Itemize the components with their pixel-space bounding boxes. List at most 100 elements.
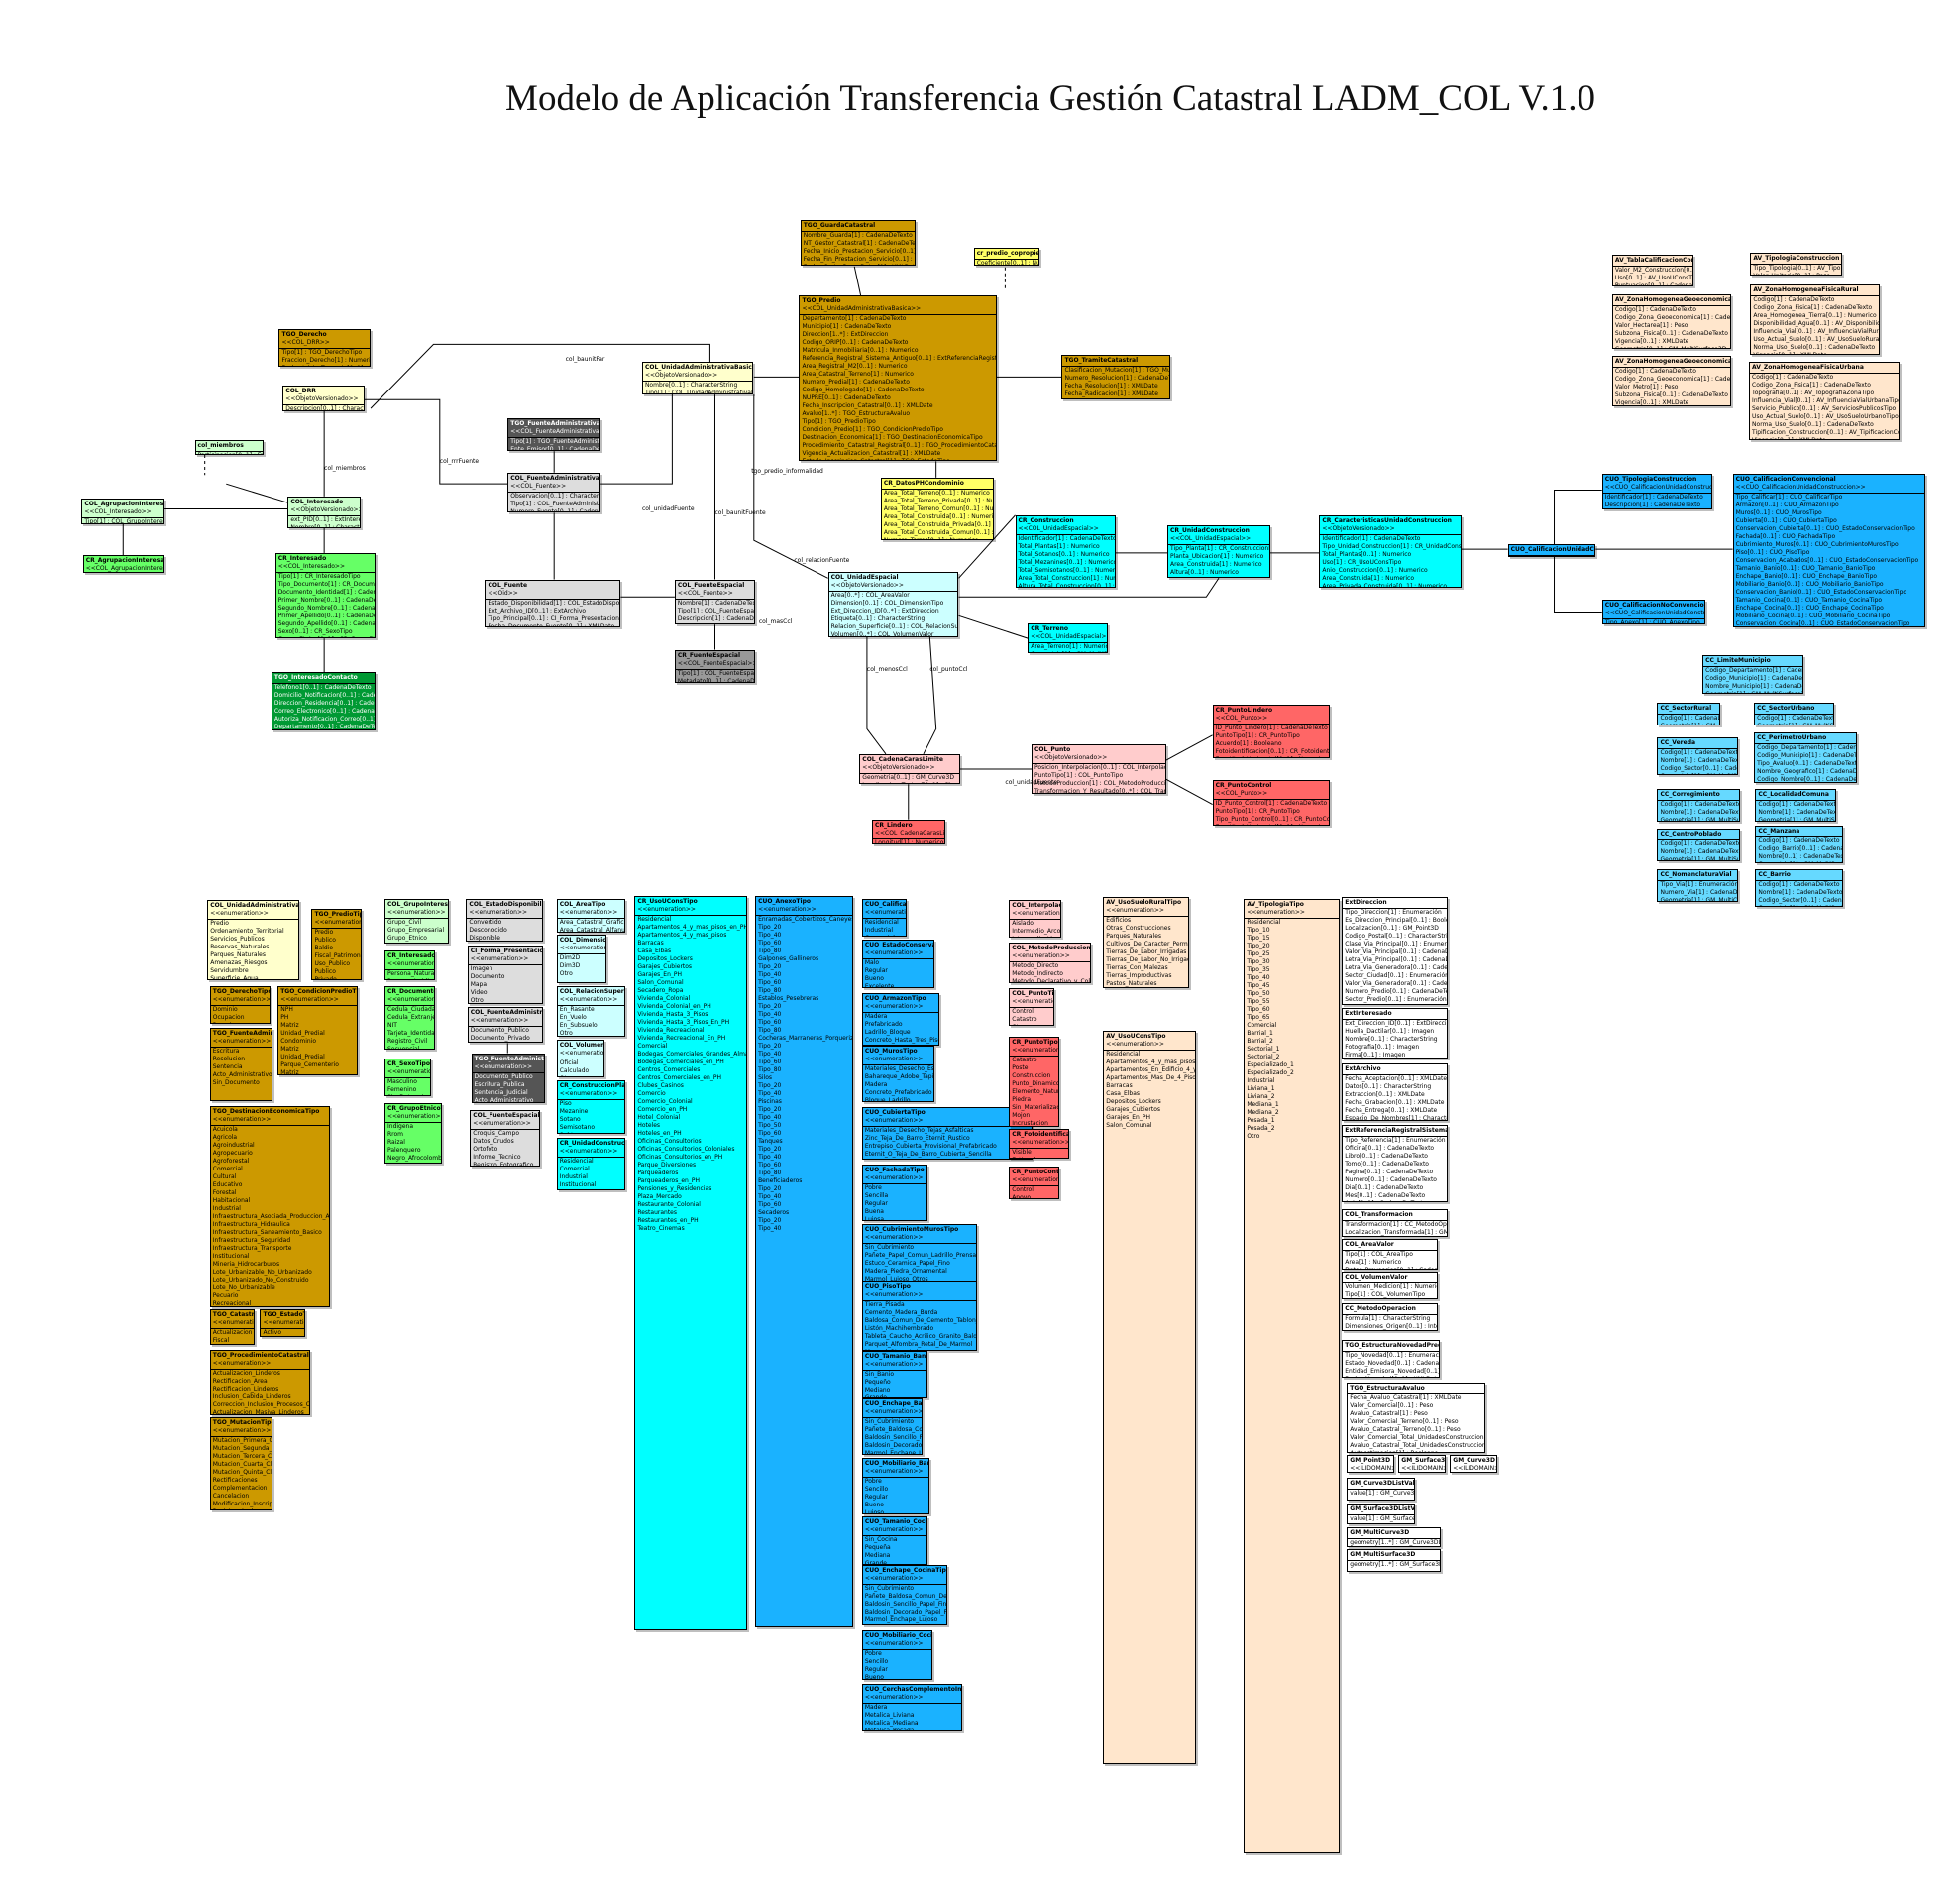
class-e_cpt[interactable]: TGO_CondicionPredioTipo<<enumeration>>NP… bbox=[277, 986, 359, 1076]
class-avzhgr[interactable]: AV_ZonaHomogeneaGeoeconomicaRuralCodigo[… bbox=[1611, 293, 1732, 350]
class-e_it[interactable]: CR_InteresadoTipo<<enumeration>>Persona_… bbox=[384, 949, 435, 981]
class-cuonc[interactable]: CUO_CalificacionNoConvencional<<CUO_Cali… bbox=[1601, 599, 1705, 625]
class-e_uabt[interactable]: COL_UnidadAdministrativaBasicaTipo<<enum… bbox=[207, 899, 299, 981]
class-e_int[interactable]: COL_InterpolacionTipo<<enumeration>>Aisl… bbox=[1009, 899, 1062, 938]
class-tgofa[interactable]: TGO_FuenteAdministrativa<<COL_FuenteAdmi… bbox=[507, 418, 601, 452]
class-crfe[interactable]: CR_FuenteEspacial<<COL_FuenteEspacial>>T… bbox=[674, 649, 756, 683]
class-avtabla[interactable]: AV_TablaCalificacionConstruccionValor_M2… bbox=[1611, 255, 1694, 287]
class-cuotip[interactable]: CUO_TipologiaConstruccion<<CUO_Calificac… bbox=[1601, 474, 1713, 509]
class-colfe[interactable]: COL_FuenteEspacial<<COL_Fuente>>Nombre[1… bbox=[674, 579, 756, 625]
class-e_ec[interactable]: CUO_Enchape_CocinaTipo<<enumeration>>Sin… bbox=[861, 1564, 948, 1625]
class-avzhgu[interactable]: AV_ZonaHomogeneaGeoeconomicaUrbanaCodigo… bbox=[1611, 355, 1732, 406]
class-fuente[interactable]: COL_Fuente<<Oid>>Estado_Disponibilidad[1… bbox=[485, 579, 621, 627]
class-e_uso[interactable]: CR_UsoUConsTipo<<enumeration>>Residencia… bbox=[634, 896, 748, 1630]
class-predio[interactable]: TGO_Predio<<COL_UnidadAdministrativaBasi… bbox=[799, 294, 997, 462]
class-e_mp[interactable]: COL_MetodoProduccionTipo<<enumeration>>M… bbox=[1009, 943, 1091, 983]
class-gmcl[interactable]: GM_Curve3DListValuevalue[1] : GM_Curve3D bbox=[1347, 1478, 1415, 1501]
class-e_mur[interactable]: CUO_MurosTipo<<enumeration>>Materiales_D… bbox=[861, 1045, 935, 1103]
class-e_cpl[interactable]: CR_ConstruccionPlantaTipo<<enumeration>>… bbox=[556, 1080, 626, 1134]
class-crcons[interactable]: CR_Construccion<<COL_UnidadEspacial>>Ide… bbox=[1015, 514, 1116, 589]
class-e_pt[interactable]: TGO_PredioTipo<<enumeration>>PredioPubli… bbox=[311, 908, 363, 981]
class-e_tc[interactable]: CUO_Tamanio_CocinaTipo<<enumeration>>Sin… bbox=[861, 1516, 927, 1565]
class-crpc[interactable]: CR_PuntoControl<<COL_Punto>>ID_Punto_Con… bbox=[1212, 780, 1330, 827]
class-crterr[interactable]: CR_Terreno<<COL_UnidadEspacial>>Area_Ter… bbox=[1028, 622, 1109, 654]
class-e_fet[interactable]: COL_FuenteEspacialTipo<<enumeration>>Cro… bbox=[470, 1109, 541, 1167]
class-e_calif[interactable]: CUO_CalificarTipo<<enumeration>>Residenc… bbox=[861, 898, 908, 937]
class-e_avuso[interactable]: AV_UsoUConsTipo<<enumeration>>Residencia… bbox=[1103, 1030, 1197, 1765]
class-extref[interactable]: ExtReferenciaRegistralSistemaAntiguoTipo… bbox=[1342, 1124, 1448, 1203]
class-e_mt[interactable]: TGO_MutacionTipo<<enumeration>>Mutacion_… bbox=[209, 1417, 273, 1511]
class-e_avtip[interactable]: AV_TipologiaTipo<<enumeration>>Residenci… bbox=[1244, 898, 1340, 1854]
class-e_avusr[interactable]: AV_UsoSueloRuralTipo<<enumeration>>Edifi… bbox=[1103, 897, 1189, 988]
class-e_fat[interactable]: TGO_FuenteAdministrativaTipo<<enumeratio… bbox=[209, 1028, 273, 1101]
class-e_cub[interactable]: CUO_CubiertaTipo<<enumeration>>Materiale… bbox=[861, 1107, 1034, 1161]
class-crpl[interactable]: CR_PuntoLindero<<COL_Punto>>ID_Punto_Lin… bbox=[1212, 705, 1330, 758]
class-e_cer[interactable]: CUO_CerchasComplementoIndustriaTipo<<enu… bbox=[861, 1684, 963, 1732]
class-copro[interactable]: cr_predio_copropiedadCoeficiente[0..1] :… bbox=[973, 247, 1039, 266]
class-e_det[interactable]: TGO_DestinacionEconomicaTipo<<enumeratio… bbox=[209, 1105, 331, 1307]
class-crint[interactable]: CR_Interesado<<COL_Interesado>>Tipo[1] :… bbox=[274, 552, 377, 639]
class-e_tb[interactable]: CUO_Tamanio_BanioTipo<<enumeration>>Sin_… bbox=[861, 1351, 927, 1399]
class-e_tfat[interactable]: TGO_FuenteAdministrativaTipo<<enumeratio… bbox=[471, 1053, 546, 1104]
class-cruc[interactable]: CR_UnidadConstruccion<<COL_UnidadEspacia… bbox=[1166, 525, 1270, 579]
class-gmpt[interactable]: GM_Point3D<<ILIDOMAIN>> bbox=[1347, 1455, 1395, 1474]
class-e_uct[interactable]: CR_UnidadConstruccionTipo<<enumeration>>… bbox=[556, 1137, 626, 1190]
class-e_pcrt[interactable]: TGO_ProcedimientoCatastralRegistralTipo<… bbox=[209, 1349, 311, 1415]
class-colue[interactable]: COL_UnidadEspacial<<ObjetoVersionado>>Ar… bbox=[827, 571, 959, 637]
class-uab[interactable]: COL_UnidadAdministrativaBasica<<ObjetoVe… bbox=[641, 362, 753, 395]
class-e_foto[interactable]: CR_FotoidentificacionTipo<<enumeration>>… bbox=[1009, 1128, 1070, 1160]
class-gmsf[interactable]: GM_Surface3D<<ILIDOMAIN>> bbox=[1398, 1455, 1447, 1474]
class-e_cpt2[interactable]: COL_PuntoTipo<<enumeration>>ControlCatas… bbox=[1009, 987, 1054, 1026]
class-cragrup[interactable]: CR_AgrupacionInteresados<<COL_Agrupacion… bbox=[82, 555, 165, 574]
class-colint[interactable]: COL_Interesado<<ObjetoVersionado>>ext_PI… bbox=[287, 496, 361, 528]
class-colfa[interactable]: COL_FuenteAdministrativa<<COL_Fuente>>Ob… bbox=[507, 472, 601, 513]
class-e_pct[interactable]: CR_PuntoControlTipo<<enumeration>>Contro… bbox=[1009, 1166, 1059, 1199]
class-e_ct[interactable]: TGO_CatastroTipo<<enumeration>>Actualiza… bbox=[209, 1309, 256, 1345]
class-drr[interactable]: COL_DRR<<ObjetoVersionado>>Descripcion[0… bbox=[282, 386, 365, 411]
class-e_edt[interactable]: COL_EstadoDisponibilidadTipo<<enumeratio… bbox=[466, 898, 543, 942]
class-e_mb[interactable]: CUO_Mobiliario_BanioTipo<<enumeration>>P… bbox=[861, 1457, 930, 1514]
class-agrup[interactable]: COL_AgrupacionInteresados<<COL_Interesad… bbox=[81, 499, 165, 524]
class-ccl[interactable]: COL_CadenaCarasLimite<<ObjetoVersionado>… bbox=[859, 753, 960, 785]
class-e_dimt[interactable]: COL_DimensionTipo<<enumeration>>Dim2DDim… bbox=[556, 935, 607, 983]
class-e_crpt[interactable]: CR_PuntoTipo<<enumeration>>CatastroPoste… bbox=[1009, 1037, 1059, 1128]
class-e_cfat[interactable]: COL_FuenteAdministrativaTipo<<enumeratio… bbox=[467, 1006, 543, 1044]
class-e_vt[interactable]: COL_VolumenTipo<<enumeration>>OficialCal… bbox=[556, 1039, 604, 1077]
class-colpunto[interactable]: COL_Punto<<ObjetoVersionado>>Posicion_In… bbox=[1032, 743, 1166, 795]
class-e_eb[interactable]: CUO_Enchape_BanioTipo<<enumeration>>Sin_… bbox=[861, 1398, 923, 1456]
class-crcaract[interactable]: CR_CaracteristicasUnidadConstruccion<<Ob… bbox=[1319, 514, 1462, 589]
class-e_piso[interactable]: CUO_PisoTipo<<enumeration>>Tierra_Pisada… bbox=[861, 1282, 978, 1352]
class-e_anexo[interactable]: CUO_AnexoTipo<<enumeration>>Enramadas_Co… bbox=[755, 896, 853, 1628]
class-cuocal[interactable]: CUO_CalificacionUnidadConstruccion bbox=[1507, 544, 1596, 557]
class-e_cifp[interactable]: CI_Forma_Presentacion_Codigo<<enumeratio… bbox=[467, 945, 543, 1005]
class-e_econ[interactable]: CUO_EstadoConservacionTipo<<enumeration>… bbox=[861, 940, 935, 988]
class-e_rst[interactable]: COL_RelacionSuperficieTipo<<enumeration>… bbox=[556, 986, 626, 1038]
